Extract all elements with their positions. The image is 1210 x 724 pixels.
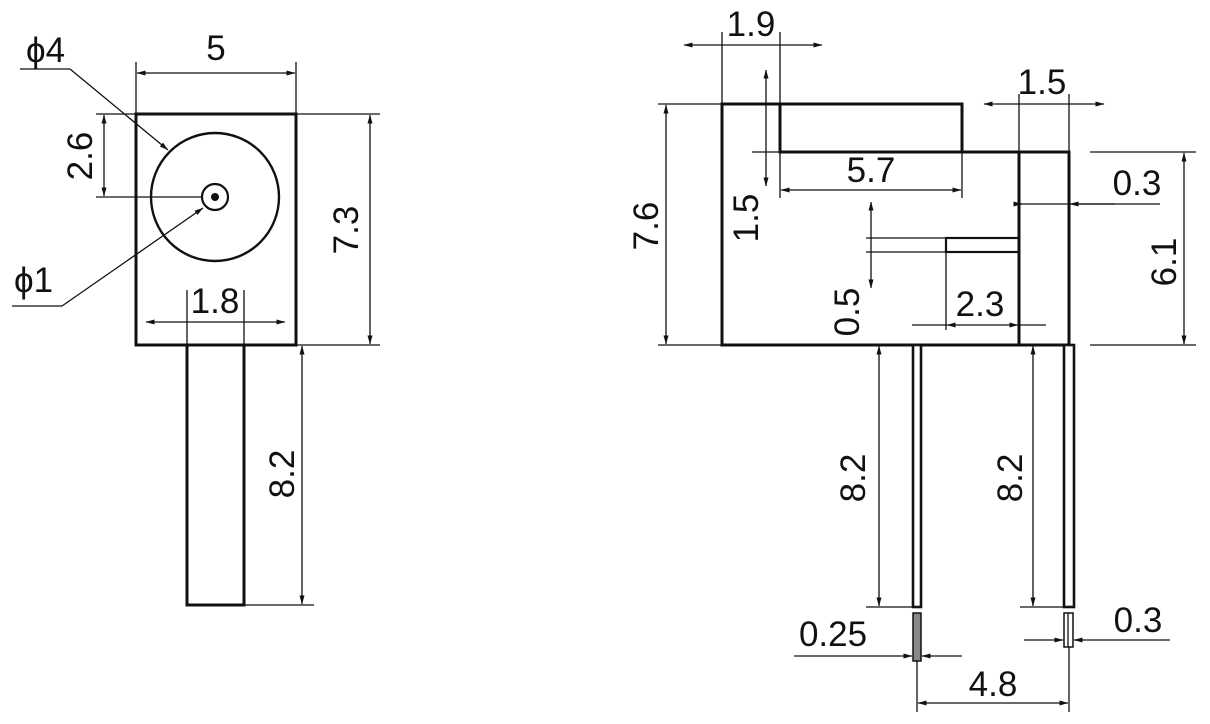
front-pin (185, 343, 246, 607)
dim-label-phi-inner: ϕ1 (14, 261, 53, 300)
leader-phi-outer (69, 68, 169, 151)
side-body-outline (720, 102, 1071, 347)
dim-label-right-wall: 1.5 (1018, 63, 1067, 102)
dim-label-step-depth: 1.5 (727, 194, 766, 243)
dim-label-ledge-height: 0.5 (828, 288, 867, 337)
dim-label-pin-length: 8.2 (263, 450, 302, 499)
dim-label-total-height: 7.6 (627, 202, 666, 251)
ledge-block (944, 236, 1021, 254)
side-view: 1.9 1.5 7.6 1.5 5.7 0.3 6.1 (627, 5, 1196, 712)
dim-label-pin-width: 1.8 (191, 282, 240, 321)
dim-label-pin-pitch: 4.8 (969, 665, 1018, 704)
dim-label-ledge-length: 2.3 (956, 285, 1005, 324)
dim-label-center-height: 2.6 (61, 132, 100, 181)
dim-label-pin-left-length: 8.2 (834, 454, 873, 503)
leader-phi-inner (61, 207, 204, 307)
side-pin-right (1062, 343, 1076, 609)
top-slot (778, 104, 962, 154)
lens-center-dot (211, 193, 219, 201)
pin-left-section (912, 612, 922, 662)
dim-label-height: 7.3 (327, 206, 366, 255)
dim-label-right-gap: 0.3 (1113, 164, 1162, 203)
dim-label-slot-length: 5.7 (847, 151, 896, 190)
dim-label-pin-left-thickness: 0.25 (799, 615, 867, 654)
dim-label-pin-right-thickness: 0.3 (1114, 601, 1163, 640)
dim-label-width: 5 (206, 29, 225, 68)
side-pin-left (911, 343, 923, 609)
front-view: 5 ϕ4 ϕ1 2.6 7.3 1.8 8.2 (12, 29, 380, 607)
dim-label-top-offset: 1.9 (727, 5, 776, 44)
dim-label-pin-right-length: 8.2 (991, 454, 1030, 503)
dim-label-phi-outer: ϕ4 (26, 31, 65, 70)
dim-label-right-height: 6.1 (1145, 238, 1184, 287)
